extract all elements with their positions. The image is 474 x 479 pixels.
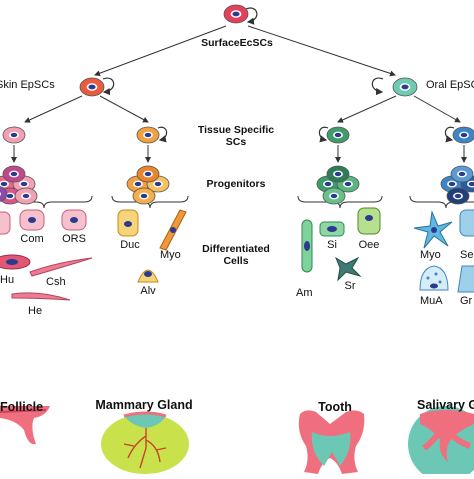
cell-label-se: Se	[460, 249, 474, 261]
lineage-arrows	[11, 25, 467, 163]
tissue-label-salivary: Salivary G	[417, 398, 474, 412]
tooth-differentiated-cells	[301, 207, 381, 282]
cell-label-oee: Oee	[358, 239, 380, 251]
grouping-braces	[0, 195, 474, 209]
root-stem-cell	[223, 4, 249, 24]
hair-follicle-stem-cell	[2, 126, 26, 144]
hair-follicle-tissue	[0, 406, 50, 445]
mammary-progenitor-cluster	[126, 165, 170, 205]
tissue-label-follicle: Follicle	[0, 400, 44, 414]
salivary-differentiated-cells	[413, 209, 474, 293]
mammary-differentiated-cells	[117, 209, 187, 283]
cell-label-ors: ORS	[62, 233, 86, 245]
tooth-progenitor-cluster	[316, 165, 360, 205]
progenitors-label: Progenitors	[206, 178, 266, 190]
skin-branch-label: Skin EpSCs	[0, 79, 55, 91]
mammary-stem-cell	[136, 126, 160, 144]
hair-differentiated-cells	[0, 209, 93, 301]
salivary-gland-tissue	[408, 406, 474, 479]
cell-label-am: Am	[296, 287, 313, 299]
cell-label-csh: Csh	[46, 276, 66, 288]
tooth-tissue	[298, 410, 365, 474]
cell-label-hu: Hu	[0, 274, 15, 286]
cell-label-sr: Sr	[344, 280, 356, 292]
cell-label-myo-salivary: Myo	[420, 249, 441, 261]
skin-stem-cell	[79, 77, 105, 97]
mammary-gland-tissue	[101, 411, 189, 474]
cell-label-alv: Alv	[140, 285, 156, 297]
cell-label-gr: Gr	[460, 295, 473, 307]
cell-label-si: Si	[327, 239, 337, 251]
cell-label-com: Com	[20, 233, 44, 245]
salivary-stem-cell	[452, 126, 474, 144]
self-renewal-arrow-icon	[8, 7, 455, 143]
root-label: SurfaceEcSCs	[201, 37, 273, 49]
oral-branch-label: Oral EpSCs	[426, 79, 474, 91]
oral-stem-cell	[392, 77, 418, 97]
tissue-label-mammary: Mammary Gland	[95, 398, 193, 412]
hair-progenitor-cluster	[0, 165, 38, 205]
cell-label-duc: Duc	[120, 239, 140, 251]
tissue-label-tooth: Tooth	[318, 400, 352, 414]
tooth-stem-cell	[326, 126, 350, 144]
salivary-progenitor-cluster	[440, 165, 474, 205]
cell-label-myo-mammary: Myo	[160, 249, 181, 261]
cell-label-he: He	[28, 305, 43, 317]
cell-label-mua: MuA	[420, 295, 443, 307]
